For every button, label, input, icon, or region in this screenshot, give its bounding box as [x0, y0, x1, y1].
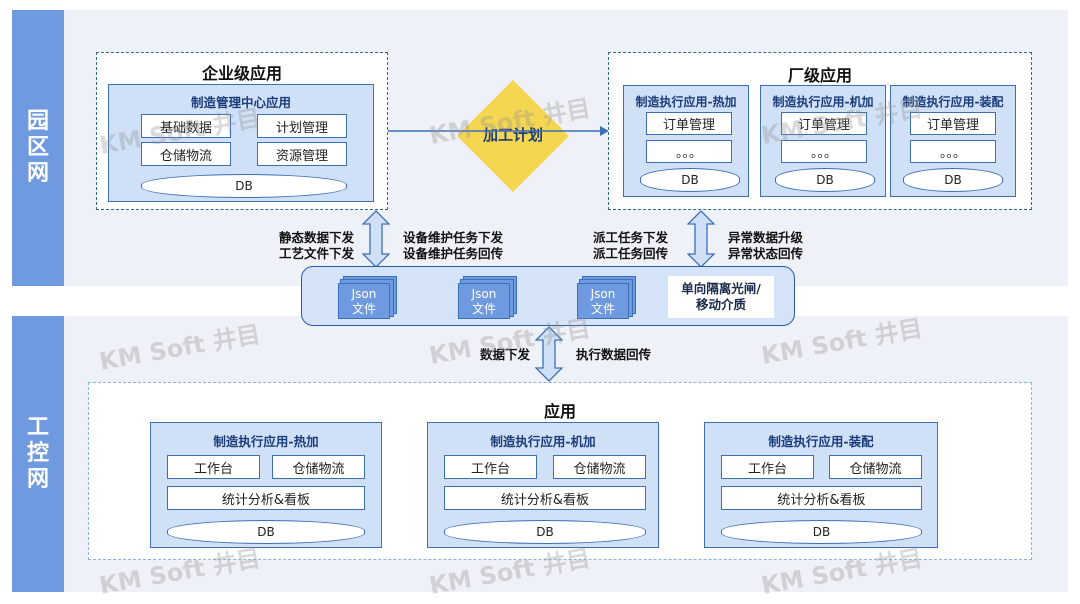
factory-app-assembly-title: 制造执行应用-装配 — [902, 95, 1004, 109]
app-mech-analytics: 统计分析&看板 — [444, 486, 646, 510]
double-arrow-bottom — [535, 326, 563, 382]
app-mech-db: DB — [444, 520, 646, 544]
factory-app-hot-title: 制造执行应用-热加 — [635, 95, 737, 109]
app-hot-title: 制造执行应用-热加 — [213, 434, 319, 449]
double-arrow-left — [362, 210, 390, 268]
flow-label-maintenance: 设备维护任务下发设备维护任务回传 — [403, 230, 504, 261]
plan-arrow — [388, 126, 609, 136]
factory-app-mech-order: 订单管理 — [781, 112, 867, 135]
app-hot-db: DB — [167, 520, 365, 544]
flow-label-exception: 异常数据升级异常状态回传 — [728, 230, 804, 261]
app-assembly-title: 制造执行应用-装配 — [768, 434, 874, 449]
cell-resource-management: 资源管理 — [257, 142, 347, 166]
flow-label-data-down: 数据下发 — [479, 347, 530, 362]
factory-app-mech-title: 制造执行应用-机加 — [772, 95, 874, 109]
plan-diamond — [457, 80, 569, 192]
enterprise-app-title: 制造管理中心应用 — [190, 95, 291, 110]
cell-base-data: 基础数据 — [141, 114, 231, 138]
factory-app-hot-order: 订单管理 — [646, 112, 732, 135]
app-mech-workbench: 工作台 — [444, 455, 537, 479]
app-assembly-warehouse: 仓储物流 — [829, 455, 922, 479]
campus-zone-label: 园区网 — [12, 10, 64, 286]
factory-app-hot-db: DB — [640, 168, 740, 192]
app-assembly-analytics: 统计分析&看板 — [721, 486, 922, 510]
app-assembly-db: DB — [721, 520, 922, 544]
app-mech-title: 制造执行应用-机加 — [490, 434, 596, 449]
app-hot-warehouse: 仓储物流 — [272, 455, 365, 479]
factory-title: 厂级应用 — [787, 66, 852, 85]
flow-label-dispatch: 派工任务下发派工任务回传 — [592, 230, 668, 261]
flow-label-static: 静态数据下发工艺文件下发 — [278, 230, 354, 261]
cell-plan-management: 计划管理 — [257, 114, 347, 138]
app-hot-analytics: 统计分析&看板 — [167, 486, 365, 510]
flow-label-exec-up: 执行数据回传 — [576, 347, 652, 362]
factory-app-mech-db: DB — [775, 168, 875, 192]
factory-app-mech-more: 。。。 — [781, 140, 867, 163]
app-assembly-workbench: 工作台 — [721, 455, 814, 479]
app-mech-warehouse: 仓储物流 — [553, 455, 646, 479]
app-hot-workbench: 工作台 — [167, 455, 260, 479]
enterprise-title: 企业级应用 — [201, 64, 282, 83]
cell-warehouse-logistics: 仓储物流 — [141, 142, 231, 166]
factory-app-assembly-more: 。。。 — [910, 140, 996, 163]
control-zone-label: 工控网 — [12, 316, 64, 592]
factory-app-assembly-db: DB — [903, 168, 1003, 192]
factory-app-hot-more: 。。。 — [646, 140, 732, 163]
application-title: 应用 — [543, 402, 576, 421]
enterprise-db: DB — [141, 174, 347, 198]
isolation-medium: 单向隔离光闸/移动介质 — [668, 276, 774, 318]
double-arrow-right — [687, 210, 715, 268]
factory-app-assembly-order: 订单管理 — [910, 112, 996, 135]
